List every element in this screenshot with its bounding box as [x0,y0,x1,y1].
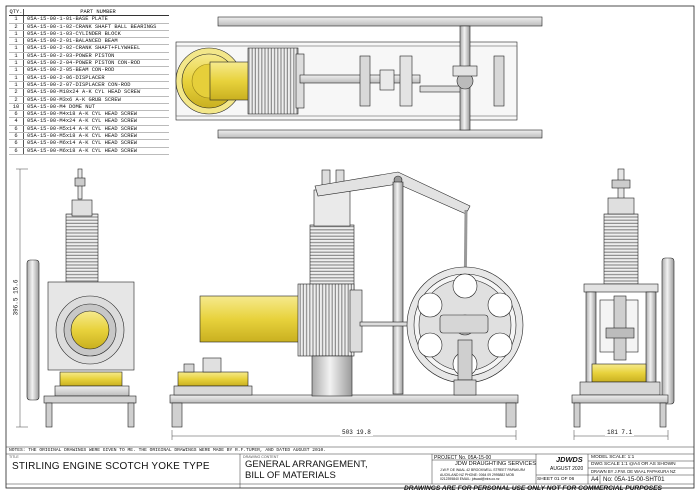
length-dimension-label: 503 19.8 [340,429,373,436]
drawing-content-line1: GENERAL ARRANGEMENT, [245,459,368,470]
width-inch-value: 7.1 [621,429,633,436]
height-value: 396.5 [12,297,20,316]
drawing-number: No: 05A-15-00-SHT01 [603,476,665,483]
length-value: 503 [342,429,353,436]
sheet-size: A4 [591,476,599,483]
bom-part-number: 05A-15-00-M6x18 A-K CYL HEAD SCREW [27,147,137,154]
bom-part-number: 05A-15-00-M3x6 A-K GRUB SCREW [27,96,121,103]
bom-part-number: 05A-15-00-1-01-BASE PLATE [27,16,108,23]
bom-part-number: 05A-15-00-M5x18 A-K CYL HEAD SCREW [27,133,137,140]
bom-qty: 1 [9,30,24,38]
bom-part-number: 05A-15-00-1-03-CYLINDER BLOCK [27,30,121,37]
top-view [175,16,543,139]
bom-qty: 1 [9,67,24,74]
project-number: PROJECT No. 05A-15-00 [434,455,492,461]
front-view [169,169,524,440]
bom-qty: 1 [9,60,24,67]
bom-qty: 6 [9,147,24,154]
bom-qty: 2 [9,23,24,30]
company-logo: JDWDS [556,455,583,464]
bom-qty: 4 [9,118,24,125]
usage-disclaimer: DRAWINGS ARE FOR PERSONAL USE ONLY NOT F… [404,485,662,492]
height-dimension-label: 396.5 15.6 [13,278,20,318]
bom-qty: 1 [9,16,24,23]
bom-qty: 6 [9,111,24,118]
bom-qty: 10 [9,103,24,111]
drawing-date: AUGUST 2020 [550,466,584,472]
bom-part-number: 05A-15-00-M4x24 A-K CYL HEAD SCREW [27,118,137,125]
company-address-1: J.W.P. DE WAAL 42 BROOKWELL STREET PAPAK… [440,468,526,472]
bom-qty: 1 [9,45,24,52]
left-end-view [16,168,137,428]
bom-part-number: 05A-15-00-2-07-DISPLACER CON-ROD [27,81,131,88]
bom-part-number: 05A-15-00-2-05-BEAM CON-ROD [27,67,115,74]
bom-qty: 1 [9,74,24,81]
height-inch-value: 15.6 [12,279,20,294]
bom-part-number: 05A-15-00-2-06-DISPLACER [27,74,105,81]
bom-part-number: 05A-15-00-1-02-CRANK SHAFT BALL BEARINGS [27,23,157,30]
company-address-2: AUCKLAND NZ PHONE: 0064 09 2995882 MOB [440,472,514,477]
bom-qty: 1 [9,38,24,45]
bom-header: QTY. PART NUMBER [9,9,169,17]
drawing-scale: DWG SCALE 1:1 @A4 OR AS SHOWN [591,462,676,467]
width-value: 181 [607,429,618,436]
drawing-content-line2: BILL OF MATERIALS [245,470,336,481]
bom-qty: 6 [9,140,24,147]
title-caption: TITLE [9,455,19,459]
width-dimension-label: 181 7.1 [605,429,635,436]
bom-part-number: 05A-15-00-M4x18 A-K CYL HEAD SCREW [27,111,137,118]
right-end-view [571,168,675,440]
drawn-by: DRAWN BY J.P.W. DE WAAL PAPAKURA NZ [591,469,676,474]
sheet-number: SHEET 01 OF 06 [537,477,575,482]
sheet-border [5,5,695,489]
bom-part-number: 05A-15-00-2-02-CRANK SHAFT+FLYWHEEL [27,45,141,52]
drawing-title: STIRLING ENGINE SCOTCH YOKE TYPE [12,461,210,472]
company-address-3: 0212395840 EMAIL: jdwaal@xtra.co.nz [440,477,500,481]
drawing-content-caption: DRAWING CONTENT [243,455,279,459]
drawing-notes: NOTES: THE ORIGINAL DRAWINGS WERE GIVEN … [9,448,327,453]
bom-part-number: 05A-15-00-2-03-POWER PISTON [27,52,115,59]
bom-qty-header: QTY. [9,9,24,16]
model-scale: MODEL SCALE: 1:1 [591,455,635,460]
bom-part-number: 05A-15-00-M5x14 A-K CYL HEAD SCREW [27,125,137,132]
bom-qty: 6 [9,125,24,133]
bom-qty: 2 [9,96,24,103]
title-block-frame [6,446,694,488]
bom-part-header: PART NUMBER [80,9,116,15]
bom-part-number: 05A-15-00-M4 DOME NUT [27,103,95,110]
bom-qty: 2 [9,89,24,96]
bom-qty: 6 [9,133,24,140]
bom-part-number: 05A-15-00-2-04-POWER PISTON CON-ROD [27,60,141,67]
length-inch-value: 19.8 [356,429,371,436]
bom-qty: 1 [9,52,24,60]
bom-part-number: 05A-15-00-M6x14 A-K CYL HEAD SCREW [27,140,137,147]
bom-part-number: 05A-15-00-M10x24 A-K CYL HEAD SCREW [27,89,141,96]
bom-part-number: 05A-15-00-2-01-BALANCED BEAM [27,38,118,45]
company-name: JDW DRAUGHTING SERVICES [455,461,537,467]
bom-qty: 1 [9,81,24,89]
